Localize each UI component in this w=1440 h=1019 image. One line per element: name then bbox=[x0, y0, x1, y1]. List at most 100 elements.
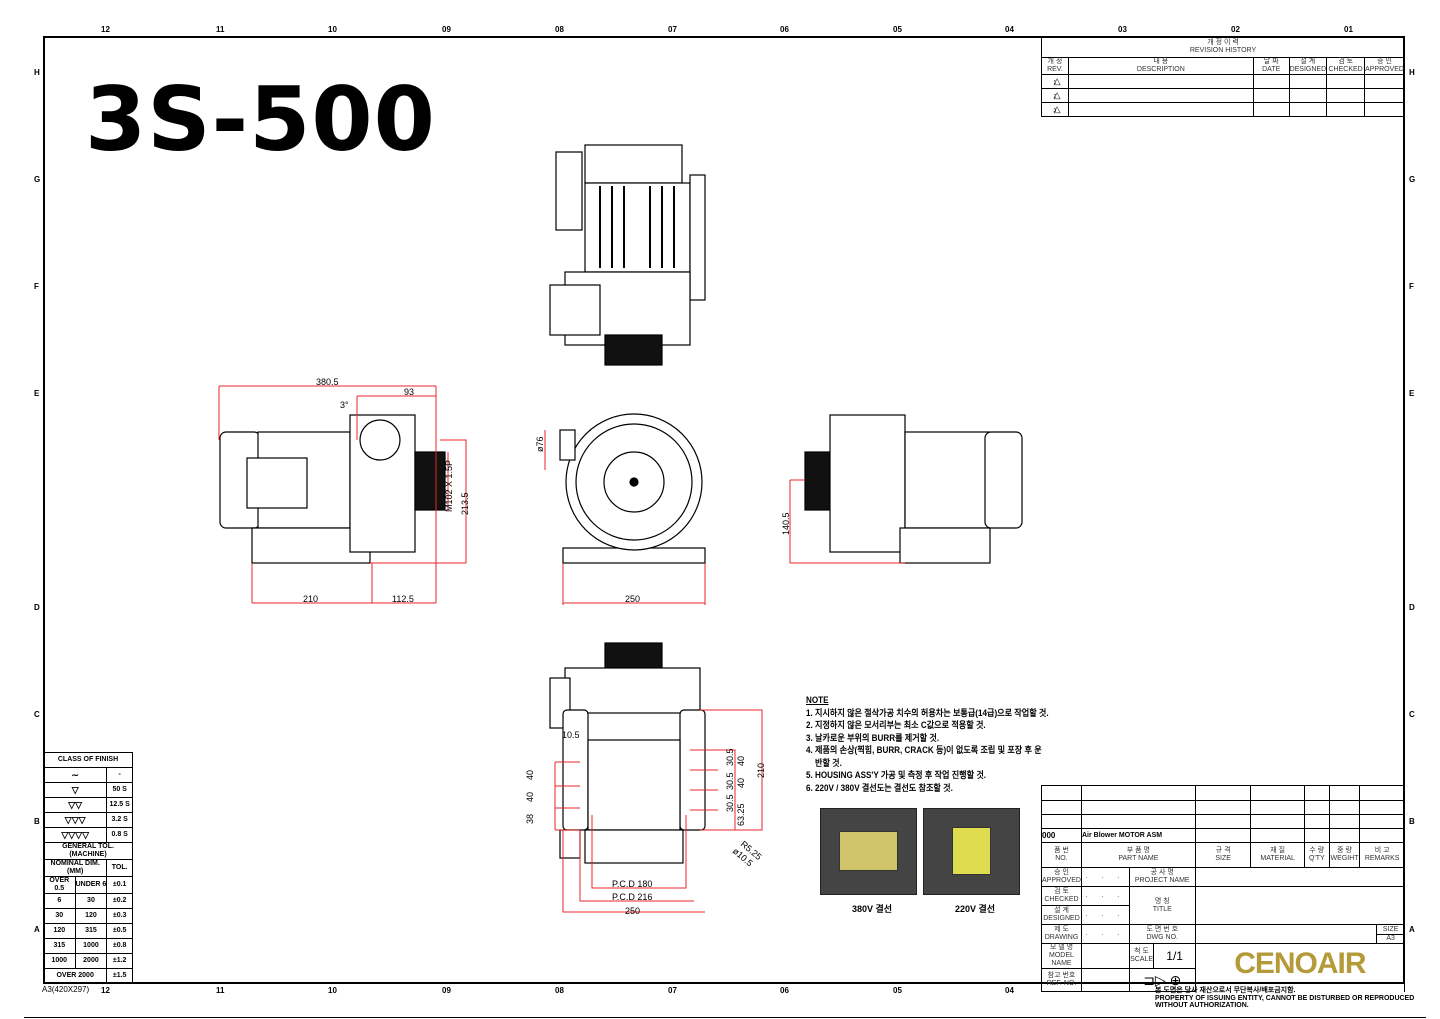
zone-col-bottom: 08 bbox=[555, 986, 564, 995]
tol-last-value: ±1.5 bbox=[106, 968, 133, 984]
drawing-label: DRAWING bbox=[1044, 934, 1079, 941]
rev-title-en: REVISION HISTORY bbox=[1189, 47, 1257, 54]
project-name-value bbox=[1194, 867, 1406, 887]
tol-title: GENERAL TOL.(MACHINE) bbox=[43, 842, 133, 860]
wiring-220v-caption: 220V 결선 bbox=[955, 904, 996, 914]
model-title: 3S-500 bbox=[85, 68, 436, 171]
zone-row-left: E bbox=[34, 389, 40, 398]
rev-title-kr: 개 정 이 력 bbox=[1207, 39, 1239, 46]
wiring-380v-caption: 380V 결선 bbox=[852, 904, 893, 914]
model-name-label: MODEL NAME bbox=[1049, 952, 1074, 967]
zone-row-right: G bbox=[1409, 175, 1416, 184]
zone-col-top: 11 bbox=[216, 25, 225, 34]
rev-row: △1 bbox=[1041, 74, 1405, 89]
zone-col-top: 01 bbox=[1344, 25, 1353, 34]
zone-row-left: C bbox=[34, 710, 40, 719]
dim-side-height: 213.5 bbox=[460, 492, 470, 515]
dim-pcd180: P.C.D 180 bbox=[612, 879, 652, 889]
notes-title: NOTE bbox=[806, 695, 829, 705]
project-name-label: PROJECT NAME bbox=[1134, 877, 1190, 884]
note-item: 반할 것. bbox=[806, 757, 842, 768]
model-name-value bbox=[1080, 943, 1130, 969]
note-item: 5. HOUSING ASS'Y 가공 및 측정 후 작업 진행할 것. bbox=[806, 770, 987, 780]
approved-date: . . . bbox=[1080, 867, 1130, 887]
ref-no-label: REF. NO. bbox=[1046, 980, 1077, 987]
zone-row-left: H bbox=[34, 68, 40, 77]
side-view bbox=[219, 414, 446, 564]
dim-gap2: 40 bbox=[736, 778, 746, 788]
approved-label: APPROVED bbox=[1042, 877, 1081, 884]
dim-rear-height: 140.5 bbox=[781, 512, 791, 535]
zone-row-right: D bbox=[1409, 603, 1415, 612]
dim-slot1: 30.5 bbox=[725, 748, 735, 766]
dim-left-a: 40 bbox=[525, 770, 535, 780]
rev-triangle-icon: △3 bbox=[1041, 102, 1069, 117]
zone-row-right: F bbox=[1409, 282, 1414, 291]
dim-left-b: 40 bbox=[525, 792, 535, 802]
dim-base: 210 bbox=[303, 594, 318, 604]
ref-no-value bbox=[1080, 968, 1130, 992]
zone-row-right: B bbox=[1409, 817, 1415, 826]
zone-col-top: 07 bbox=[668, 25, 677, 34]
scale-value: 1/1 bbox=[1153, 943, 1196, 969]
front-view bbox=[559, 413, 706, 564]
note-item: 2. 지정하지 않은 모서리부는 최소 C값으로 적용할 것. bbox=[806, 720, 986, 730]
tol-nominal-header: NOMINAL DIM.(MM) bbox=[42, 859, 108, 877]
checked-label: CHECKED bbox=[1044, 896, 1079, 903]
zone-col-bottom: 12 bbox=[101, 986, 110, 995]
zone-row-right: C bbox=[1409, 710, 1415, 719]
finish-tolerance-table: CLASS OF FINISH ∼-▽50 S▽▽12.5 S▽▽▽3.2 S▽… bbox=[42, 752, 133, 984]
zone-row-right: A bbox=[1409, 925, 1415, 934]
note-item: 6. 220V / 380V 결선도는 결선도 참조할 것. bbox=[806, 782, 953, 793]
note-item: 3. 날카로운 부위의 BURR를 제거할 것. bbox=[806, 732, 940, 743]
zone-col-bottom: 06 bbox=[780, 986, 789, 995]
rev-row: △3 bbox=[1041, 102, 1405, 117]
zone-col-bottom: 09 bbox=[442, 986, 451, 995]
dim-bottom-width: 250 bbox=[625, 906, 640, 916]
zone-col-top: 05 bbox=[893, 25, 902, 34]
dim-pcd216: P.C.D 216 bbox=[612, 892, 652, 902]
page-bottom-rule bbox=[24, 1017, 1426, 1018]
zone-col-bottom: 11 bbox=[216, 986, 225, 995]
finish-row: ▽▽12.5 S bbox=[42, 797, 133, 813]
designed-date: . . . bbox=[1080, 905, 1130, 925]
tol-last-range: OVER 2000 bbox=[42, 968, 108, 984]
zone-col-top: 08 bbox=[555, 25, 564, 34]
finish-symbol-icon: ▽▽▽ bbox=[42, 812, 108, 828]
size-value: A3 bbox=[1377, 933, 1404, 943]
dim-overall: 380.5 bbox=[316, 377, 339, 387]
zone-row-right: H bbox=[1409, 68, 1415, 77]
finish-symbol-icon: ▽▽▽▽ bbox=[42, 827, 108, 843]
dim-overhang: 112.5 bbox=[392, 594, 414, 604]
zone-col-top: 03 bbox=[1118, 25, 1127, 34]
dim-inlet-dia: ø76 bbox=[535, 436, 545, 452]
dwg-no-label: DWG NO. bbox=[1146, 934, 1179, 941]
dim-total: 210 bbox=[756, 763, 766, 778]
wiring-220v-image bbox=[923, 808, 1020, 895]
finish-row: ∼- bbox=[42, 767, 133, 783]
size-label: SIZE bbox=[1382, 925, 1399, 933]
bottom-view bbox=[549, 642, 706, 864]
zone-col-bottom: 10 bbox=[328, 986, 337, 995]
dimension-lines bbox=[218, 385, 905, 913]
zone-col-top: 04 bbox=[1005, 25, 1014, 34]
finish-title: CLASS OF FINISH bbox=[43, 752, 133, 768]
part-no: 000 bbox=[1041, 828, 1082, 843]
zone-row-left: F bbox=[34, 282, 39, 291]
company-logo: CENOAIR bbox=[1234, 946, 1366, 980]
checked-date: . . . bbox=[1080, 886, 1130, 906]
rear-view bbox=[804, 414, 1023, 564]
dim-thread: M102 X 1.5P bbox=[444, 460, 454, 512]
dim-front-width: 250 bbox=[625, 594, 640, 604]
dwg-no-value bbox=[1194, 924, 1378, 944]
finish-row: ▽50 S bbox=[42, 782, 133, 798]
